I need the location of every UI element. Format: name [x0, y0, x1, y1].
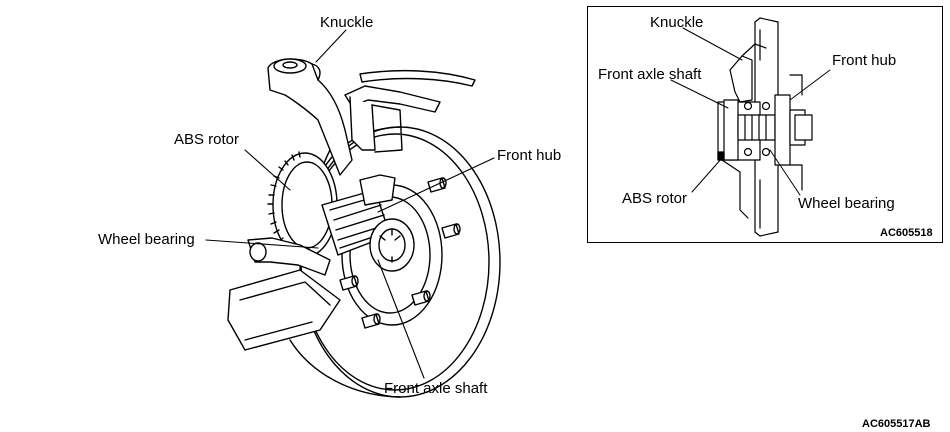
main-figure-code: AC605517AB: [862, 418, 931, 430]
inset-frame: [587, 6, 943, 243]
main-label-knuckle: Knuckle: [320, 14, 374, 31]
inset-label-wheel-bearing: Wheel bearing: [798, 195, 895, 212]
inset-leader-lines: [670, 27, 831, 196]
inset-label-front-hub: Front hub: [832, 52, 897, 69]
inset-figure-code: AC605518: [880, 227, 933, 239]
main-label-wheel-bearing: Wheel bearing: [98, 231, 195, 248]
caliper-bottom: [227, 237, 341, 351]
main-label-front-hub: Front hub: [497, 147, 562, 164]
leader-lines: [205, 29, 495, 379]
axle-and-hub: [321, 174, 415, 272]
caliper-top: [344, 69, 476, 153]
inset-label-front-axle-shaft: Front axle shaft: [598, 66, 702, 83]
inset-label-knuckle: Knuckle: [650, 14, 704, 31]
inset-label-abs-rotor: ABS rotor: [622, 190, 688, 207]
main-label-abs-rotor: ABS rotor: [174, 131, 240, 148]
inset-front-hub: [774, 74, 813, 191]
inset-wheel-bearing: [743, 101, 771, 157]
wheel-studs: [339, 177, 461, 329]
inset-abs-rotor: [717, 151, 725, 161]
main-label-front-axle-shaft: Front axle shaft: [384, 380, 488, 397]
